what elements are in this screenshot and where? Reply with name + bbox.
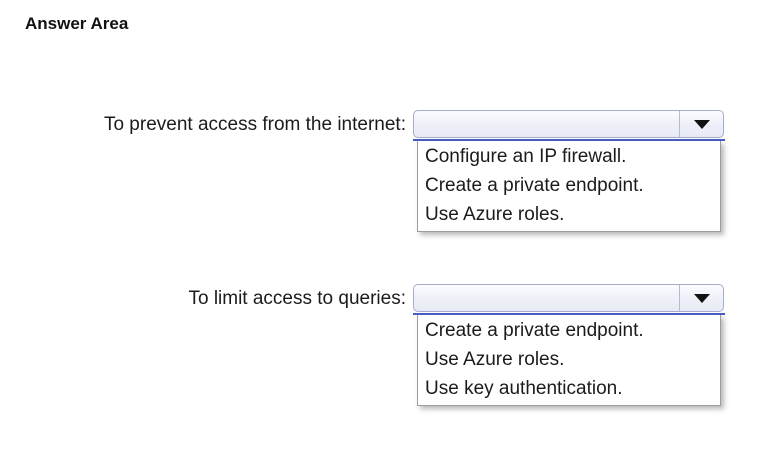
question-2-dropdown-value (414, 285, 679, 311)
page-title: Answer Area (25, 14, 129, 33)
question-2-label: To limit access to queries: (188, 288, 406, 309)
question-1-dropdown[interactable] (413, 110, 724, 138)
dropdown-arrow-icon (693, 293, 710, 303)
question-2-dropdown-arrow-button[interactable] (679, 285, 723, 311)
question-1-label: To prevent access from the internet: (103, 114, 406, 135)
dropdown-arrow-icon (693, 119, 710, 129)
question-2-dropdown[interactable] (413, 284, 724, 312)
question-1-dropdown-value (414, 111, 679, 137)
option-use-azure-roles[interactable]: Use Azure roles. (425, 349, 565, 370)
option-use-key-authentication[interactable]: Use key authentication. (425, 378, 623, 399)
option-create-private-endpoint[interactable]: Create a private endpoint. (425, 320, 644, 341)
option-configure-ip-firewall[interactable]: Configure an IP firewall. (425, 146, 627, 167)
option-use-azure-roles[interactable]: Use Azure roles. (425, 204, 565, 225)
question-1-dropdown-arrow-button[interactable] (679, 111, 723, 137)
question-2-options: Create a private endpoint. Use Azure rol… (417, 315, 721, 406)
option-create-private-endpoint[interactable]: Create a private endpoint. (425, 175, 644, 196)
question-1-options: Configure an IP firewall. Create a priva… (417, 141, 721, 232)
question-2-dropdown-list: Create a private endpoint. Use Azure rol… (413, 313, 725, 406)
question-1-dropdown-list: Configure an IP firewall. Create a priva… (413, 139, 725, 232)
